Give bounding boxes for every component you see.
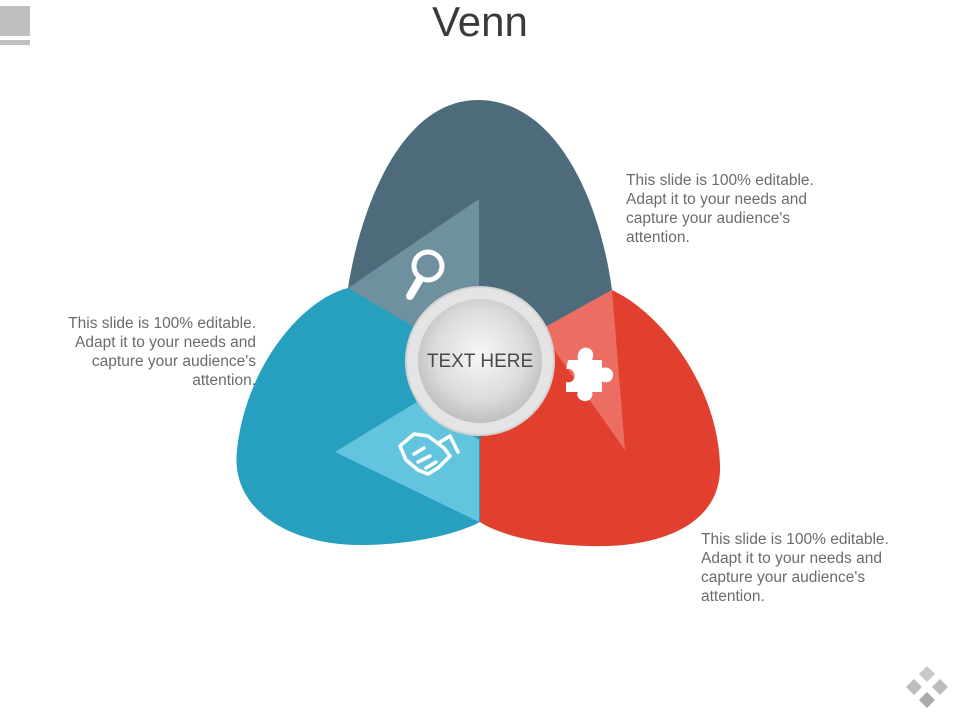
- magnifier-icon: [406, 249, 445, 300]
- corner-square: [0, 6, 30, 36]
- center-label: TEXT HERE: [426, 351, 534, 372]
- note-right-top: This slide is 100% editable. Adapt it to…: [626, 172, 814, 246]
- slide-title: Venn: [432, 0, 528, 45]
- center-circle: [418, 299, 542, 423]
- handshake-icon: [398, 432, 460, 476]
- venn-segment-top: [348, 100, 612, 440]
- slide-corner-mark: [0, 0, 30, 46]
- diamond-nav-icon[interactable]: [904, 664, 950, 710]
- note-left: This slide is 100% editable. Adapt it to…: [68, 315, 256, 389]
- puzzle-piece-icon: [566, 347, 614, 402]
- corner-bar: [0, 40, 30, 45]
- note-right-bottom: This slide is 100% editable. Adapt it to…: [701, 531, 889, 605]
